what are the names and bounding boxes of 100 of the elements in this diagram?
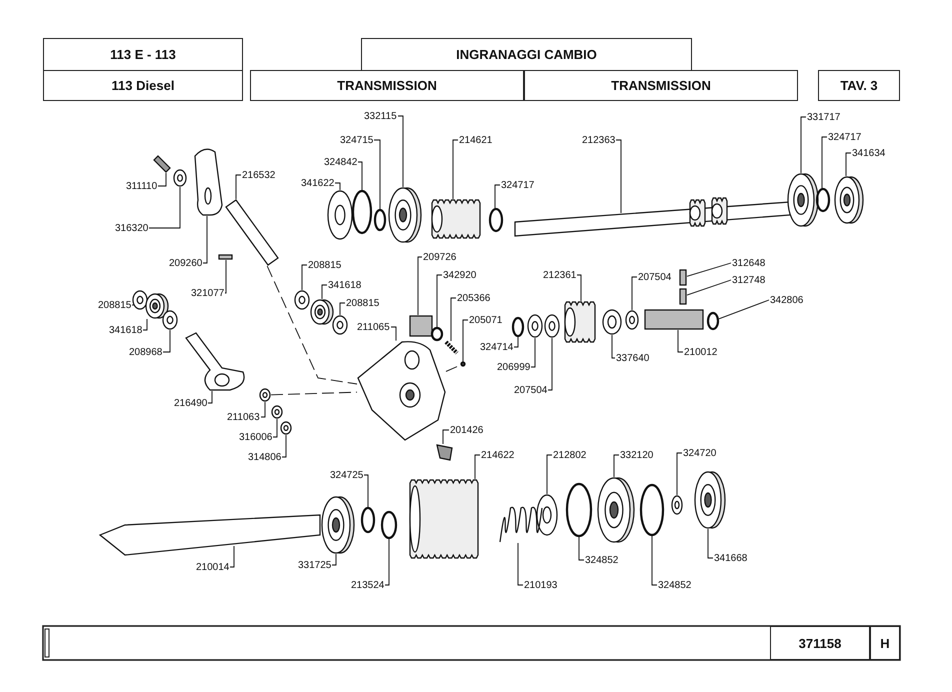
washer-drawing [132, 290, 148, 310]
leader-line [282, 434, 286, 458]
table-cell: TRANSMISSION [250, 70, 524, 101]
leader-line [708, 528, 714, 558]
washer-drawing [271, 405, 283, 419]
washer-drawing [625, 310, 639, 330]
table-cell: H [870, 626, 900, 660]
leader-line [208, 390, 212, 404]
part-number: 312648 [732, 258, 766, 268]
part-number: 324725 [330, 470, 364, 480]
leader-line [436, 274, 442, 328]
part-number: 205366 [457, 292, 490, 304]
housing-drawing [357, 341, 446, 441]
ring-drawing [706, 312, 720, 330]
part-number: 341634 [852, 148, 886, 158]
leader-line [142, 318, 148, 330]
leader-line [452, 140, 458, 200]
washer-drawing [671, 495, 683, 515]
table-cell: TRANSMISSION [524, 70, 798, 101]
leader-line [224, 260, 226, 294]
shaft-drawing [514, 197, 791, 237]
leader-line [442, 430, 450, 444]
part-number: 321077 [191, 288, 224, 298]
part-number: 316006 [239, 432, 272, 442]
bearing-drawing [597, 477, 635, 543]
leader-line [518, 542, 524, 586]
leader-line [676, 452, 682, 496]
gear-cluster-drawing [409, 479, 479, 559]
washer-drawing [536, 494, 558, 536]
part-number: 212361 [543, 270, 576, 280]
part-number: 213524 [351, 580, 384, 590]
part-number: 324720 [683, 448, 716, 458]
part-number: 211063 [227, 412, 260, 422]
ring-drawing [816, 188, 830, 212]
part-number: 212802 [553, 450, 586, 460]
bearing-drawing [321, 496, 355, 554]
part-number: 341668 [714, 552, 748, 564]
leader-line [686, 262, 732, 277]
part-number: 342806 [770, 294, 804, 306]
part-number: 208815 [98, 300, 132, 310]
part-number: 316320 [115, 222, 148, 234]
part-number: 207504 [514, 384, 548, 396]
table-cell: 113 E - 113 [43, 38, 243, 71]
part-number: 314806 [248, 452, 282, 462]
washer-drawing [544, 314, 560, 338]
leader-line [230, 546, 234, 568]
bearing-drawing [145, 293, 169, 319]
part-number: 312748 [732, 274, 766, 286]
leader-line [462, 320, 468, 362]
washer-drawing [527, 314, 543, 338]
leader-line [398, 116, 404, 188]
part-number: 324714 [480, 342, 514, 352]
nut-drawing [259, 388, 271, 402]
ring-drawing [640, 484, 664, 536]
leader-line [530, 338, 536, 368]
leader-line [390, 326, 396, 342]
part-number: 341618 [328, 280, 362, 290]
part-number: 207504 [638, 272, 672, 282]
leader-line [272, 418, 278, 438]
ring-drawing [352, 190, 372, 234]
gear-drawing [564, 301, 596, 343]
part-number: 211065 [357, 322, 390, 332]
part-number: 205071 [469, 314, 502, 326]
needle-bearing-drawing [602, 309, 622, 335]
part-number: 206999 [497, 362, 530, 372]
part-number: 342920 [443, 270, 476, 280]
lever-drawing [194, 148, 223, 216]
washer-drawing [173, 169, 187, 187]
leader-line [578, 536, 584, 560]
part-number: 208815 [346, 298, 380, 308]
leader-line [322, 284, 328, 300]
leader-line [576, 274, 582, 302]
table-cell: TAV. 3 [818, 70, 900, 101]
leader-line [340, 302, 346, 316]
part-number: 337640 [616, 352, 650, 364]
pin-drawing [679, 269, 687, 286]
pin-drawing [679, 288, 687, 305]
bearing-drawing [694, 471, 726, 529]
leader-line [334, 182, 340, 190]
leader-line [678, 330, 684, 352]
table-cell: INGRANAGGI CAMBIO [361, 38, 692, 71]
washer-drawing [332, 315, 348, 335]
pin-drawing [409, 315, 433, 337]
leader-line [384, 538, 390, 586]
leader-line [686, 280, 732, 296]
lever-drawing [185, 332, 245, 391]
leader-line [652, 536, 658, 586]
part-number: 332120 [620, 450, 654, 460]
leader-line [494, 184, 500, 208]
part-number: 210014 [196, 562, 230, 572]
leader-line [450, 298, 456, 342]
part-number: 210012 [684, 346, 718, 358]
leader-line [332, 554, 336, 566]
nut-drawing [280, 421, 292, 435]
leader-line [846, 152, 852, 176]
pin-drawing [225, 199, 279, 266]
part-number: 341618 [109, 324, 142, 336]
leader-line [822, 136, 828, 188]
ring-drawing [380, 510, 398, 540]
leader-line [302, 264, 308, 290]
